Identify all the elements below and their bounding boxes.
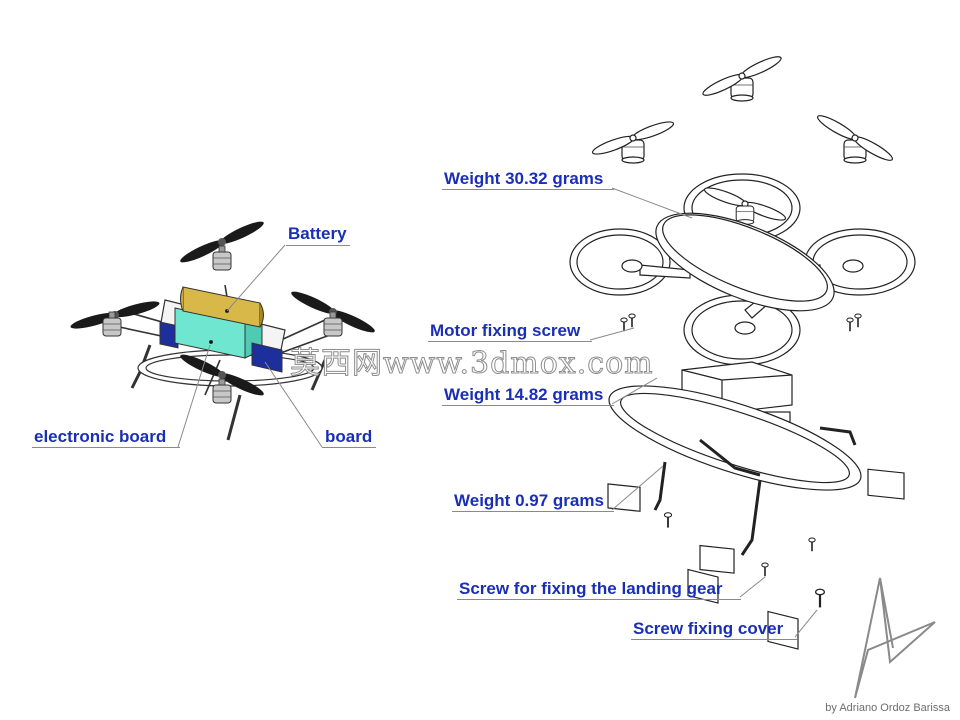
label-landing-gear-screw: Screw for fixing the landing gear (459, 579, 723, 598)
underline-motor-fixing-screw (428, 341, 592, 342)
label-motor-fixing-screw: Motor fixing screw (430, 321, 581, 340)
logo (854, 577, 936, 699)
exploded-drone (569, 52, 916, 650)
underline-cover-screw (631, 639, 797, 640)
label-battery: Battery (288, 224, 347, 243)
label-weight-mid: Weight 14.82 grams (444, 385, 604, 404)
underline-weight-top (442, 189, 614, 190)
underline-board (322, 447, 376, 448)
right-leaders (589, 187, 818, 638)
underline-battery (286, 245, 350, 246)
label-weight-top: Weight 30.32 grams (444, 169, 604, 188)
battery-assembly (159, 286, 283, 373)
underline-electronic-board (32, 447, 180, 448)
label-electronic-board: electronic board (34, 427, 167, 446)
left-leaders (177, 244, 323, 448)
watermark: 莫西网www.3dmox.com (290, 346, 654, 382)
label-board: board (325, 427, 373, 446)
underline-weight-mid (442, 405, 614, 406)
underline-weight-low (452, 511, 614, 512)
label-cover-screw: Screw fixing cover (633, 619, 784, 638)
credit: by Adriano Ordoz Barissa (825, 702, 950, 714)
underline-landing-gear-screw (457, 599, 741, 600)
label-weight-low: Weight 0.97 grams (454, 491, 604, 510)
